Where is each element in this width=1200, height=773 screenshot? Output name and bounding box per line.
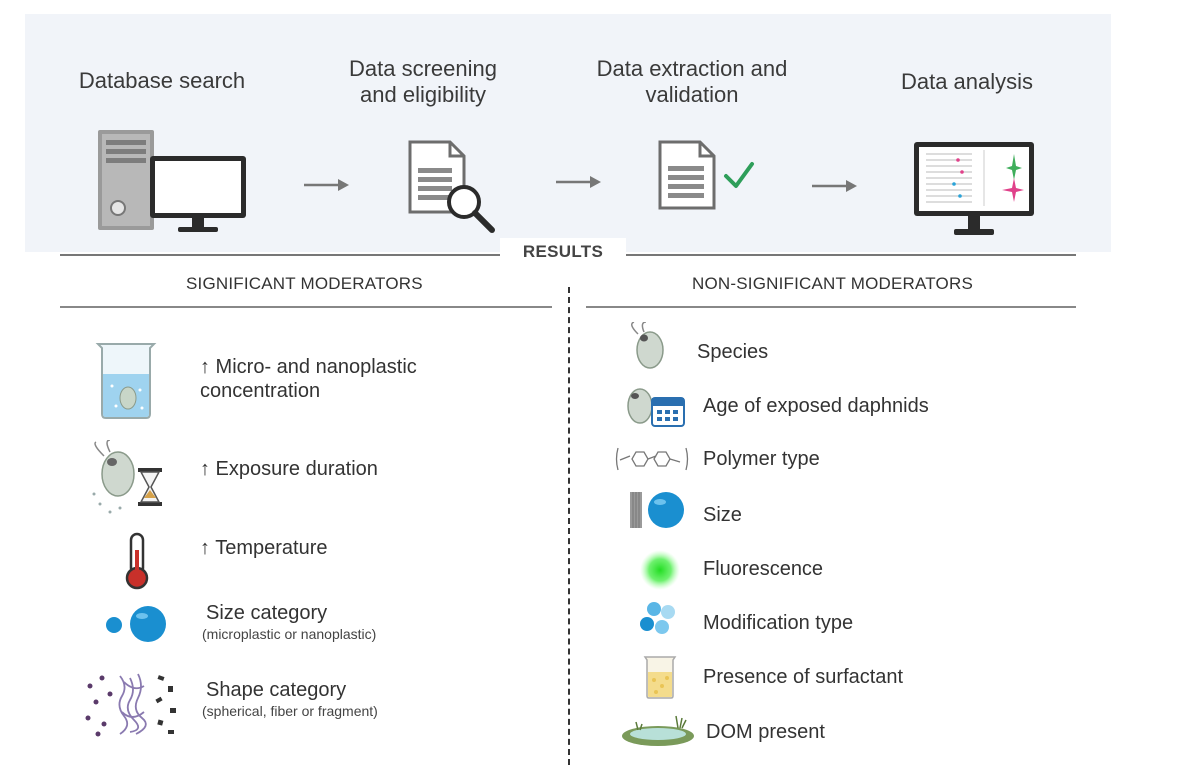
step-title-data-analysis: Data analysis [900,69,1034,94]
non-significant-moderator-species: Species [697,341,769,363]
significant-moderator-exposure-duration: ↑ Exposure duration [200,458,378,480]
non-significant-moderator-dom-present: DOM present [706,721,825,743]
modified-particles-icon [640,602,675,634]
arrow-icon [304,179,349,191]
significant-moderator-size-category: Size category [206,602,328,624]
step-title-database-search: Database search [78,68,246,93]
significant-moderator-temperature: ↑ Temperature [200,537,328,559]
non-significant-heading-rule [586,306,1076,308]
non-significant-moderator-polymer-type: Polymer type [703,448,820,470]
daphnia-icon [631,322,664,369]
significant-moderator-size-category-note: (microplastic or nanoplastic) [202,626,377,642]
polymer-structure-icon [615,447,689,471]
beaker-daphnia-icon [95,343,157,419]
surfactant-beaker-icon [643,656,677,699]
significant-heading-rule [60,306,552,308]
non-significant-moderator-modification-type: Modification type [703,612,854,634]
particle-sizes-icon [106,606,166,642]
arrow-icon [812,180,857,192]
non-significant-moderator-size: Size [703,504,742,526]
pond-icon [622,715,694,746]
significant-moderator-shape-category-note: (spherical, fiber or fragment) [202,703,378,719]
particle-shapes-icon [85,673,176,737]
step-title-data-screening: Data screening and eligibility [349,56,497,107]
non-significant-moderator-surfactant: Presence of surfactant [703,666,904,688]
arrow-icon [556,176,601,188]
non-significant-moderator-age: Age of exposed daphnids [703,395,929,417]
document-search-icon [408,140,495,233]
step-title-data-extraction: Data extraction and validation [596,56,788,107]
non-significant-moderator-fluorescence: Fluorescence [703,558,824,580]
significant-moderators-heading: SIGNIFICANT MODERATORS [186,274,423,293]
monitor-chart-icon [914,142,1034,235]
significant-moderator-shape-category: Shape category [206,679,347,701]
document-check-icon [658,140,754,210]
significant-moderator-concentration: ↑ Micro- and nanoplastic concentration [200,356,417,402]
daphnia-calendar-icon [627,388,685,427]
non-significant-moderators-heading: NON-SIGNIFICANT MODERATORS [692,274,973,293]
fluorescence-icon [640,550,680,590]
daphnia-hourglass-icon [92,440,162,514]
computer-icon [98,130,246,232]
column-divider [568,287,570,765]
sphere-size-icon [630,492,684,528]
thermometer-icon [125,532,149,590]
results-label: RESULTS [500,238,626,266]
